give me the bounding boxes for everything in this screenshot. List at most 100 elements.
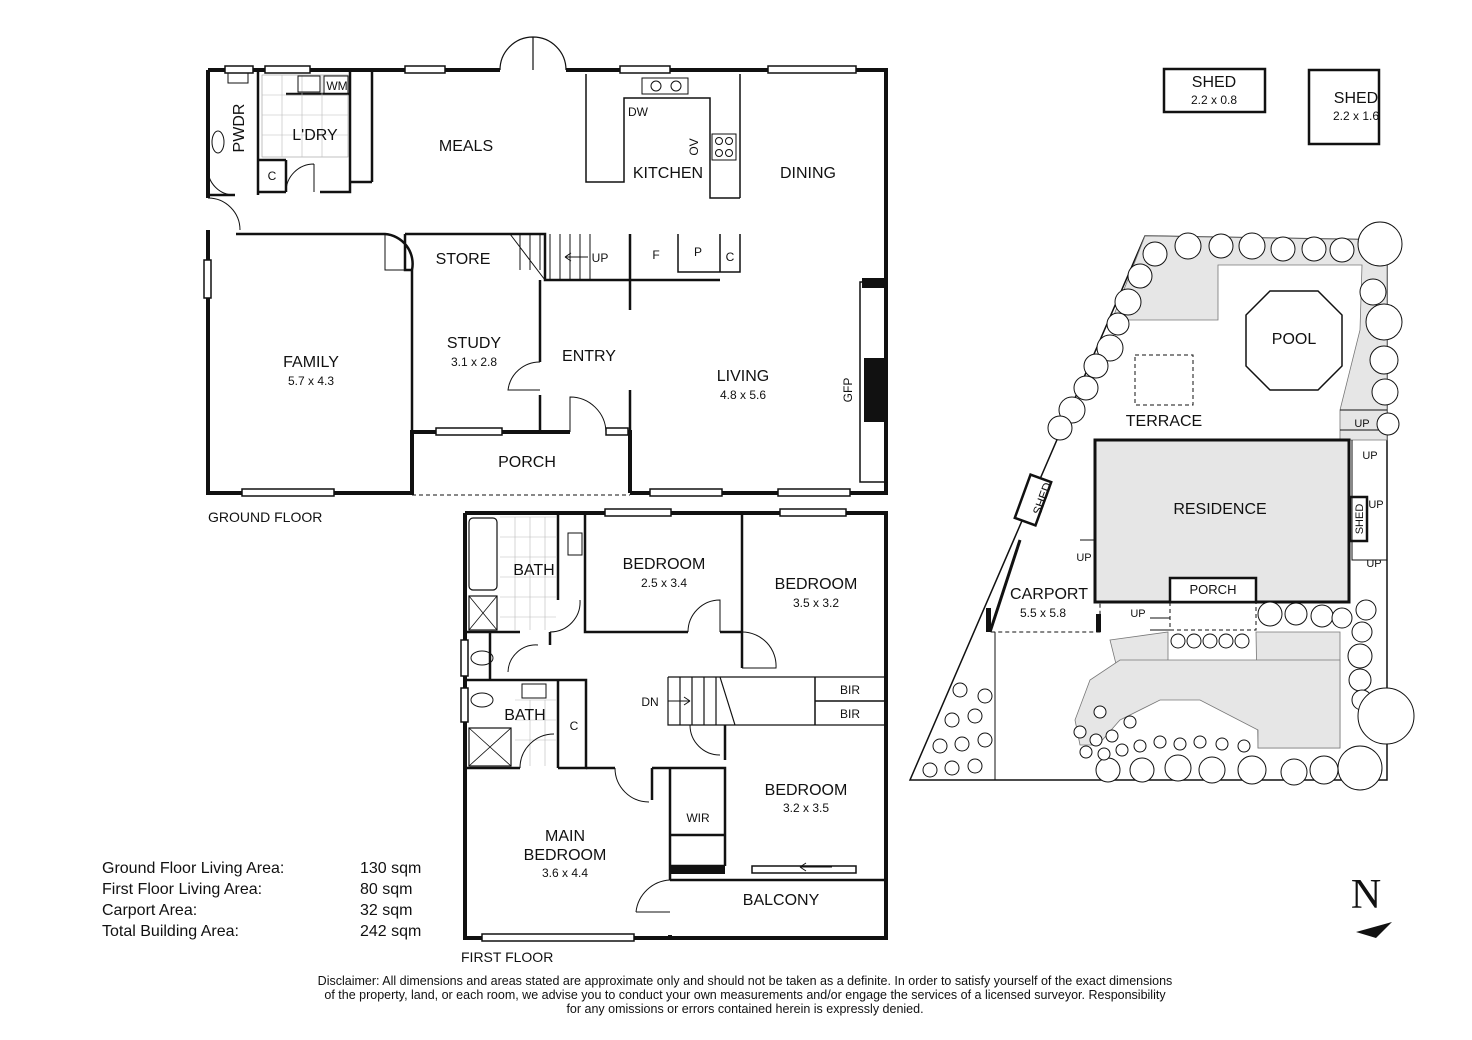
area-value: 242 sqm	[360, 923, 422, 940]
label-family-dim: 5.7 x 4.3	[288, 374, 334, 388]
label-bir1: BIR	[840, 683, 860, 697]
laundry-sink	[297, 75, 321, 93]
label-bed2: BEDROOM	[775, 576, 858, 593]
label-living: LIVING	[717, 368, 769, 385]
area-row: First Floor Living Area: 80 sqm	[102, 879, 440, 900]
north-label: N	[1351, 872, 1381, 918]
pwdr-toilet	[211, 130, 225, 154]
shed-2	[1307, 68, 1381, 146]
label-wm: WM	[326, 79, 347, 93]
steps	[1080, 409, 1387, 631]
bath1-vanity	[567, 532, 583, 556]
label-fridge: F	[652, 248, 659, 262]
disclaimer-line: for any omissions or errors contained he…	[566, 1002, 924, 1016]
north-arrow-icon	[1356, 922, 1392, 938]
shed-1	[1162, 67, 1267, 114]
first-stair-arrow	[668, 696, 691, 706]
label-dining: DINING	[780, 165, 836, 182]
main-bed-walls	[586, 725, 727, 880]
label-main-bed-1: MAIN	[545, 828, 585, 845]
north-arrow: N	[1351, 872, 1392, 938]
label-pantry: P	[694, 245, 702, 259]
pool	[1245, 290, 1343, 391]
label-bir2: BIR	[840, 707, 860, 721]
area-label: First Floor Living Area:	[102, 881, 263, 898]
study-door-swing	[507, 361, 541, 391]
label-dn: DN	[641, 695, 658, 709]
label-shed1: SHED	[1192, 74, 1236, 91]
shed-right	[1348, 495, 1369, 543]
ground-floor-labels: PWDR WM L'DRY C MEALS DW OV KITCHEN DINI…	[208, 79, 855, 525]
label-up-2: UP	[1362, 450, 1377, 462]
bath2-walls	[465, 678, 588, 770]
area-value: 80 sqm	[360, 881, 413, 898]
label-living-dim: 4.8 x 5.6	[720, 388, 766, 402]
label-family: FAMILY	[283, 354, 339, 371]
area-summary: Ground Floor Living Area: 130 sqm First …	[102, 858, 440, 942]
label-study: STUDY	[447, 335, 502, 352]
store-door-swing	[384, 234, 412, 271]
label-pwdr: PWDR	[231, 104, 248, 153]
kitchen-sink	[641, 77, 689, 95]
disclaimer-line: of the property, land, or each room, we …	[324, 988, 1166, 1002]
label-laundry: L'DRY	[292, 127, 338, 144]
label-up-5: UP	[1076, 552, 1091, 564]
pwdr-door-swing	[207, 163, 315, 196]
stair-arrow	[564, 252, 588, 262]
ground-floor-plan	[203, 36, 888, 497]
label-carport: CARPORT	[1010, 586, 1088, 603]
bath2-vanity	[521, 683, 547, 699]
trees	[922, 221, 1415, 791]
fridge-pantry	[677, 234, 741, 273]
area-value: 32 sqm	[360, 902, 413, 919]
label-bed3: BEDROOM	[765, 782, 848, 799]
area-row: Carport Area: 32 sqm	[102, 900, 440, 921]
laundry-tile-lines	[262, 75, 348, 157]
residence-porch	[1168, 576, 1258, 604]
bath1-walls	[465, 513, 744, 680]
terrace-dashed	[1134, 354, 1194, 406]
label-shed2: SHED	[1334, 90, 1378, 107]
label-up-3: UP	[1368, 499, 1383, 511]
bed2-door-swing	[741, 631, 777, 669]
bed1-door-swing	[687, 599, 721, 633]
label-meals: MEALS	[439, 138, 493, 155]
label-bed1: BEDROOM	[623, 556, 706, 573]
label-shed2-dim: 2.2 x 1.6	[1333, 109, 1379, 123]
balcony-door-swing	[635, 879, 671, 913]
label-up-1: UP	[1354, 418, 1369, 430]
area-row: Total Building Area: 242 sqm	[102, 921, 440, 942]
site-plan	[908, 67, 1415, 791]
first-floor-labels: BATH BEDROOM 2.5 x 3.4 BEDROOM 3.5 x 3.2…	[461, 556, 860, 965]
bath1-tiles	[500, 516, 556, 630]
toilet1	[470, 650, 494, 666]
label-kitchen: KITCHEN	[633, 165, 703, 182]
label-residence: RESIDENCE	[1173, 501, 1266, 518]
first-floor-plan	[460, 508, 888, 942]
label-balcony: BALCONY	[743, 892, 820, 909]
porch-door-swing	[569, 396, 607, 433]
label-bed3-dim: 3.2 x 3.5	[783, 801, 829, 815]
balcony-slider-arrow	[799, 862, 832, 872]
label-dw: DW	[628, 105, 649, 119]
pwdr-basin	[227, 72, 249, 84]
pwdr-wall	[208, 70, 374, 197]
label-bath1: BATH	[513, 562, 554, 579]
ground-floor-title: GROUND FLOOR	[208, 509, 322, 525]
label-carport-dim: 5.5 x 5.8	[1020, 606, 1066, 620]
label-porch: PORCH	[498, 454, 556, 471]
laundry-tile	[261, 74, 349, 158]
bath1-door-swing	[507, 599, 581, 673]
wir-dark	[670, 866, 725, 874]
label-ov: OV	[687, 138, 701, 155]
label-bed1-dim: 2.5 x 3.4	[641, 576, 687, 590]
cooktop	[711, 133, 737, 161]
disclaimer: Disclaimer: All dimensions and areas sta…	[250, 974, 1240, 1016]
area-label: Ground Floor Living Area:	[102, 860, 285, 877]
bath1-shower	[468, 595, 498, 631]
area-label: Carport Area:	[102, 902, 198, 919]
bath2-door-swing	[519, 733, 555, 769]
label-site-porch: PORCH	[1190, 582, 1237, 597]
store-wall	[236, 232, 630, 432]
